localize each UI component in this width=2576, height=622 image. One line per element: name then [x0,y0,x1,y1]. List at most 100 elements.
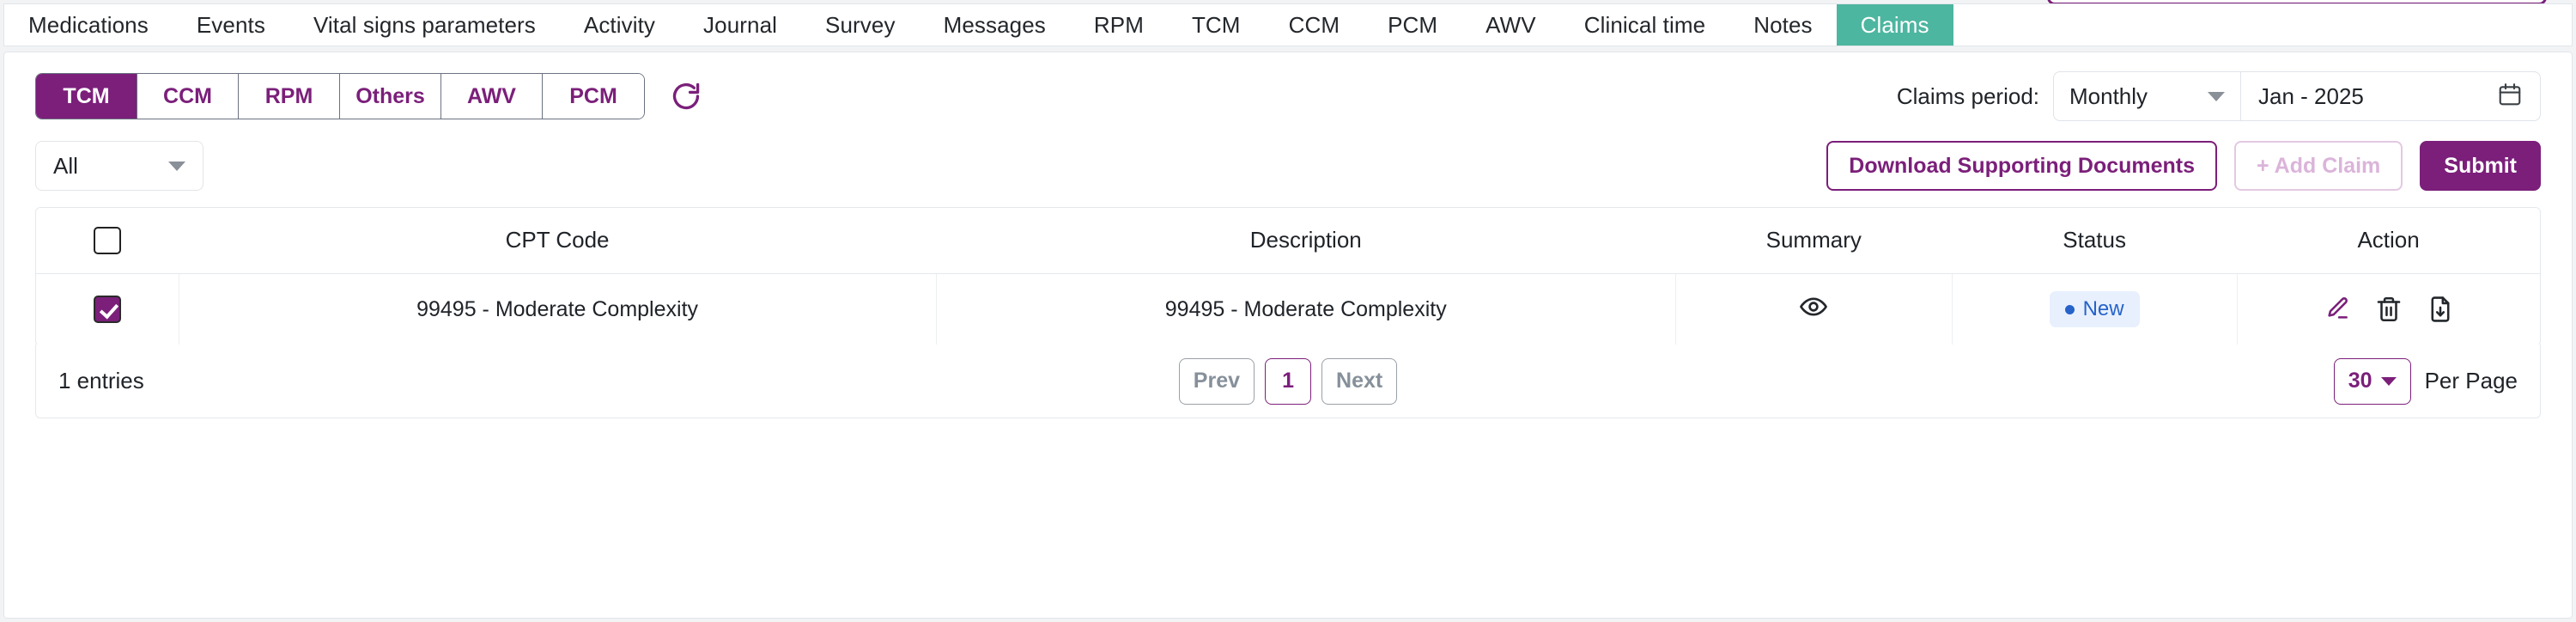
select-all-checkbox[interactable] [94,227,122,255]
edit-icon[interactable] [2323,295,2352,324]
row-cpt-code: 99495 - Moderate Complexity [179,273,937,345]
nav-tab-pcm[interactable]: PCM [1364,4,1461,46]
chevron-down-icon [2208,91,2225,101]
row-select-cell [36,273,179,345]
table-header-action: Action [2237,208,2540,274]
per-page-group: 30 Per Page [2333,357,2518,405]
per-page-value: 30 [2348,369,2372,393]
segment-label: PCM [569,83,617,108]
nav-tab-rpm[interactable]: RPM [1070,4,1168,46]
pagination: Prev 1 Next [36,357,2540,405]
submit-button[interactable]: Submit [2420,141,2541,191]
chevron-down-icon [168,161,185,171]
row-summary-cell [1675,273,1953,345]
nav-tab-ccm[interactable]: CCM [1265,4,1364,46]
segment-tcm[interactable]: TCM [36,74,137,119]
chevron-down-icon [2380,376,2397,386]
table-header-select-all [36,208,179,274]
table-header-cpt-code: CPT Code [179,208,937,274]
nav-tab-vital-signs-parameters[interactable]: Vital signs parameters [289,4,560,46]
nav-tab-label: Events [196,11,265,38]
claims-period-date-value: Jan - 2025 [2258,82,2364,109]
nav-tab-label: Claims [1860,11,1929,38]
download-supporting-documents-button[interactable]: Download Supporting Documents [1826,141,2218,191]
claims-period-group: Claims period: Monthly Jan - 2025 [1897,71,2541,121]
entries-count: 1 entries [58,368,144,393]
nav-tab-messages[interactable]: Messages [920,4,1070,46]
segment-label: Others [355,83,425,108]
refresh-icon[interactable] [667,77,705,115]
table-header-summary: Summary [1675,208,1953,274]
nav-tab-tcm[interactable]: TCM [1168,4,1265,46]
table-header-status: Status [1952,208,2238,274]
nav-tab-label: Medications [28,11,149,38]
segment-rpm[interactable]: RPM [239,74,340,119]
button-label: Submit [2444,153,2517,178]
nav-tab-medications[interactable]: Medications [4,4,173,46]
status-dot-icon [2064,304,2075,314]
status-filter-select[interactable]: All [35,141,204,191]
claims-period-label: Claims period: [1896,82,2039,109]
add-claim-button[interactable]: + Add Claim [2234,141,2403,191]
pagination-prev-button[interactable]: Prev [1178,357,1255,405]
nav-tab-survey[interactable]: Survey [801,4,920,46]
segment-awv[interactable]: AWV [441,74,543,119]
status-badge-label: New [2082,297,2124,321]
per-page-label: Per Page [2424,368,2518,393]
nav-tab-claims[interactable]: Claims [1836,4,1953,46]
download-file-icon[interactable] [2426,295,2455,324]
button-label: + Add Claim [2257,153,2381,178]
segment-pcm[interactable]: PCM [543,74,644,119]
segment-label: AWV [467,83,516,108]
claims-period-frequency-select[interactable]: Monthly [2053,71,2240,121]
nav-tab-clinical-time[interactable]: Clinical time [1560,4,1729,46]
eye-icon[interactable] [1799,292,1828,321]
pagination-next-button[interactable]: Next [1321,357,1398,405]
nav-tab-label: CCM [1288,11,1340,38]
table-row: 99495 - Moderate Complexity 99495 - Mode… [36,273,2540,345]
nav-tab-label: Clinical time [1583,11,1706,38]
nav-tab-awv[interactable]: AWV [1461,4,1560,46]
button-label: Download Supporting Documents [1849,153,2196,178]
per-page-select[interactable]: 30 [2333,357,2411,405]
toolbar-row: All Download Supporting Documents + Add … [4,131,2572,200]
claim-type-segmented-control: TCM CCM RPM Others AWV PCM [35,73,645,119]
row-checkbox[interactable] [93,296,121,324]
nav-tab-activity[interactable]: Activity [560,4,679,46]
button-label: Next [1336,369,1383,393]
claims-period-date-input[interactable]: Jan - 2025 [2240,71,2541,121]
toolbar-buttons: Download Supporting Documents + Add Clai… [1826,141,2541,191]
nav-tab-label: Messages [943,11,1046,38]
nav-tab-label: PCM [1388,11,1438,38]
nav-tab-label: Journal [703,11,778,38]
pagination-page-1-button[interactable]: 1 [1265,357,1312,405]
nav-tab-label: AWV [1485,11,1536,38]
table-footer: 1 entries Prev 1 Next 30 Per Page [35,345,2541,418]
row-action-cell [2237,273,2540,345]
row-status-cell: New [1952,273,2238,345]
row-description: 99495 - Moderate Complexity [936,273,1676,345]
nav-tab-label: Vital signs parameters [313,11,536,38]
nav-tab-journal[interactable]: Journal [679,4,801,46]
nav-tab-notes[interactable]: Notes [1729,4,1836,46]
segment-label: RPM [264,83,313,108]
segment-others[interactable]: Others [340,74,441,119]
button-label: Prev [1193,369,1241,393]
nav-tab-label: RPM [1093,11,1144,38]
nav-tab-label: Survey [825,11,896,38]
claims-card: TCM CCM RPM Others AWV PCM Claims period… [3,52,2573,619]
row-action-icons [2238,295,2540,324]
filters-row: TCM CCM RPM Others AWV PCM Claims period… [4,63,2572,130]
nav-tab-events[interactable]: Events [173,4,289,46]
claims-period-frequency-value: Monthly [2069,82,2148,109]
delete-icon[interactable] [2374,295,2403,324]
segment-label: TCM [63,83,110,108]
button-label: 1 [1282,369,1294,393]
primary-tab-bar: Medications Events Vital signs parameter… [3,3,2573,46]
calendar-icon[interactable] [2497,82,2523,112]
table-header-description: Description [936,208,1676,274]
segment-label: CCM [163,83,212,108]
table-header-row: CPT Code Description Summary Status Acti… [36,208,2540,274]
segment-ccm[interactable]: CCM [137,74,239,119]
